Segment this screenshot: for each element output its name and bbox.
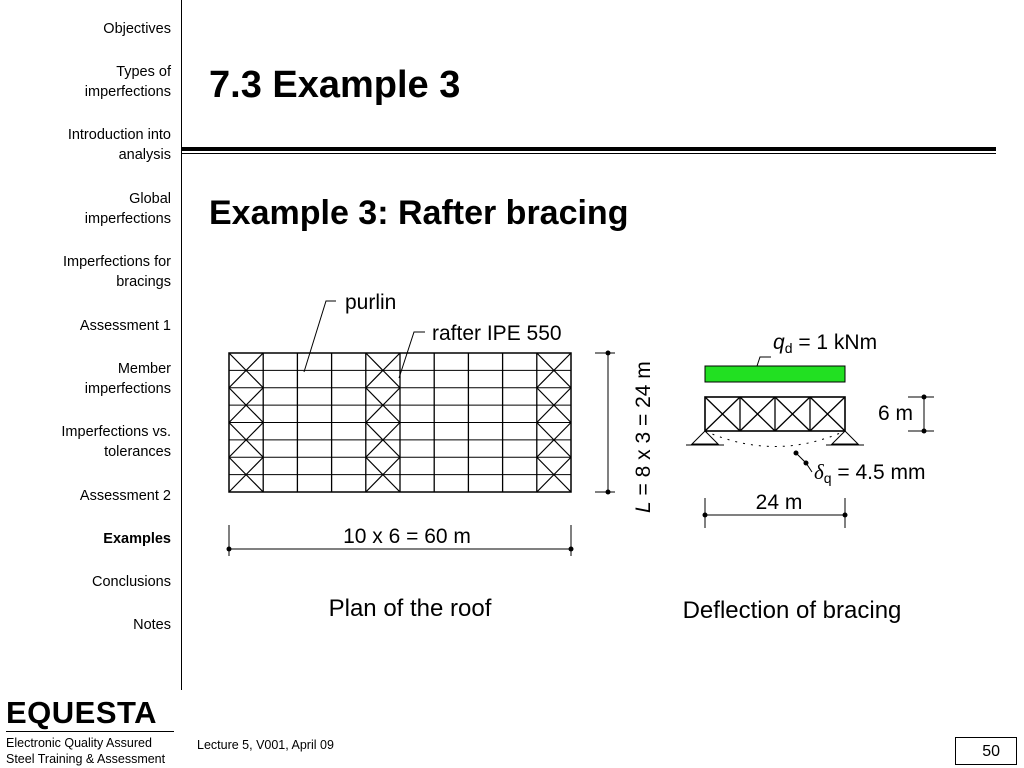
purlin-leader	[303, 300, 336, 373]
rafter-label: rafter IPE 550	[432, 322, 562, 345]
bracing-diagonal	[536, 456, 572, 493]
sidebar-item-label: Assessment 1	[79, 318, 171, 334]
rafter-leader	[398, 331, 425, 379]
sidebar-item-label: Introduction into	[67, 127, 171, 143]
bracing-diagonal	[228, 456, 264, 493]
bracing-diagonal	[536, 422, 572, 458]
sidebar-item-label: Member	[117, 361, 171, 377]
truss-height-dimension	[908, 394, 934, 434]
plan-caption: Plan of the roof	[329, 595, 492, 622]
bracing-diagonal	[365, 387, 401, 423]
sidebar-item-label: Conclusions	[92, 574, 171, 590]
plan-width-label: 10 x 6 = 60 m	[343, 525, 471, 548]
deflected-shape	[704, 430, 846, 447]
deflection-caption: Deflection of bracing	[683, 597, 902, 624]
sidebar-item-label: imperfections	[84, 381, 171, 397]
truss-height-label: 6 m	[878, 402, 913, 425]
sidebar-item-label: Imperfections vs.	[61, 424, 171, 440]
sidebar-item-label: Objectives	[103, 21, 171, 37]
sidebar-item-label: Imperfections for	[63, 254, 171, 270]
sidebar-nav: Objectives Types of imperfections Introd…	[0, 0, 182, 690]
sidebar-item-assessment-2[interactable]: Assessment 2	[80, 486, 171, 506]
distributed-load-bar	[704, 365, 846, 383]
plan-width-dimension	[226, 525, 574, 556]
truss-span-label: 24 m	[756, 491, 803, 514]
page-number: 50	[955, 737, 1017, 765]
plan-height-label: L = 8 x 3 = 24 m	[632, 361, 655, 513]
title-divider-thin	[181, 153, 996, 154]
plan-height-dimension	[595, 350, 615, 495]
bracing-diagonal	[365, 456, 401, 493]
support-left	[690, 430, 720, 445]
purlin-label: purlin	[345, 291, 396, 314]
logo-tagline-line2: Steel Training & Assessment	[6, 752, 166, 766]
sidebar-item-member-imperfections[interactable]: Member imperfections	[85, 359, 171, 399]
truss-diagonal	[774, 396, 811, 432]
truss-diagonal	[739, 396, 776, 432]
sidebar-item-label: analysis	[118, 147, 171, 163]
load-label: qd = 1 kNm	[773, 331, 877, 356]
sidebar-item-label: imperfections	[84, 211, 171, 227]
bracing-diagonal	[228, 352, 264, 389]
bracing-diagonal	[228, 387, 264, 423]
bracing-diagonal	[536, 387, 572, 423]
bracing-diagonal	[365, 422, 401, 458]
bracing-truss	[704, 396, 846, 432]
logo-tagline-line1: Electronic Quality Assured	[6, 736, 152, 750]
sidebar-item-introduction-into-analysis[interactable]: Introduction into analysis	[68, 125, 171, 165]
sidebar-item-label: Examples	[103, 531, 171, 547]
bracing-bays	[228, 352, 572, 493]
logo-name: EQUESTA	[6, 695, 158, 730]
footer-lecture-info: Lecture 5, V001, April 09	[197, 738, 334, 752]
bracing-diagonal	[228, 422, 264, 458]
slide-title: 7.3 Example 3	[209, 64, 461, 106]
title-divider-thick	[181, 147, 996, 151]
sidebar-item-label: tolerances	[104, 444, 171, 460]
sidebar-item-objectives[interactable]: Objectives	[103, 19, 171, 39]
truss-diagonal	[704, 396, 741, 432]
sidebar-item-assessment-1[interactable]: Assessment 1	[80, 316, 171, 336]
sidebar-item-label: Notes	[133, 617, 171, 633]
support-right	[830, 430, 860, 445]
deflection-leader-dot	[793, 450, 799, 456]
sidebar-item-notes[interactable]: Notes	[133, 615, 171, 635]
sidebar-item-imperfections-for-bracings[interactable]: Imperfections for bracings	[63, 252, 171, 292]
sidebar-item-types-of-imperfections[interactable]: Types of imperfections	[85, 62, 171, 102]
deflection-label: δq = 4.5 mm	[814, 460, 926, 486]
sidebar-item-global-imperfections[interactable]: Global imperfections	[85, 189, 171, 229]
truss-diagonal	[809, 396, 846, 432]
slide-subtitle: Example 3: Rafter bracing	[209, 194, 629, 232]
truss-span-dimension	[702, 498, 848, 528]
equesta-logo: EQUESTA Electronic Quality Assured Steel…	[6, 697, 178, 767]
sidebar-item-conclusions[interactable]: Conclusions	[92, 572, 171, 592]
sidebar-item-imperfections-vs-tolerances[interactable]: Imperfections vs. tolerances	[61, 422, 171, 462]
deflection-leader-dot	[803, 460, 809, 466]
bracing-diagonal	[536, 352, 572, 389]
sidebar-item-examples[interactable]: Examples	[103, 529, 171, 549]
sidebar-item-label: bracings	[116, 274, 171, 290]
truss-members	[704, 396, 846, 432]
load-leader	[756, 356, 771, 367]
sidebar-item-label: imperfections	[84, 84, 171, 100]
bracing-diagonal	[365, 352, 401, 389]
sidebar-item-label: Assessment 2	[79, 488, 171, 504]
logo-divider	[6, 731, 174, 732]
roof-plan	[228, 352, 572, 493]
sidebar-item-label: Global	[129, 191, 171, 207]
sidebar-item-label: Types of	[116, 64, 171, 80]
